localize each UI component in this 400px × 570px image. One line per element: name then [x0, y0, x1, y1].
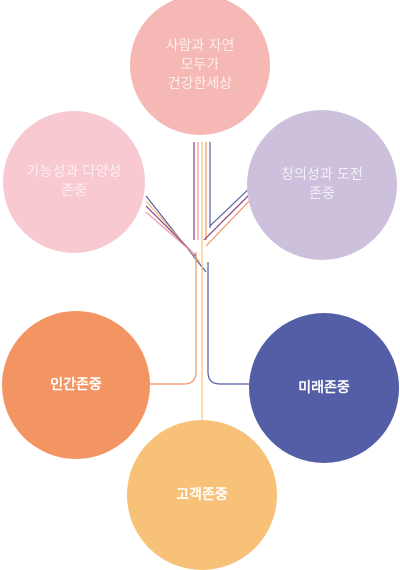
- circle-future-respect: 미래존중: [249, 313, 399, 463]
- circle-future-label: 미래존중: [298, 379, 350, 396]
- circle-creativity: 창의성과 도전 존중: [247, 110, 397, 260]
- connector-future: [207, 371, 249, 385]
- circle-human-respect: 인간존중: [2, 311, 150, 459]
- circle-diversity-label: 가능성과 다양성 존중: [26, 164, 122, 199]
- circle-top-vision: 사람과 자연 모두가 건강한세상: [130, 0, 270, 135]
- connector-human: [150, 371, 197, 385]
- circle-human-label: 인간존중: [50, 376, 102, 393]
- connector-left-d: [145, 211, 195, 255]
- circle-diversity: 가능성과 다양성 존중: [3, 111, 145, 253]
- circle-customer-label: 고객존중: [176, 486, 228, 503]
- circle-creativity-label: 창의성과 도전 존중: [281, 167, 363, 202]
- circle-customer-respect: 고객존중: [127, 420, 277, 570]
- circle-top-label: 사람과 자연 모두가 건강한세상: [165, 37, 235, 92]
- connector-right-c: [205, 193, 257, 247]
